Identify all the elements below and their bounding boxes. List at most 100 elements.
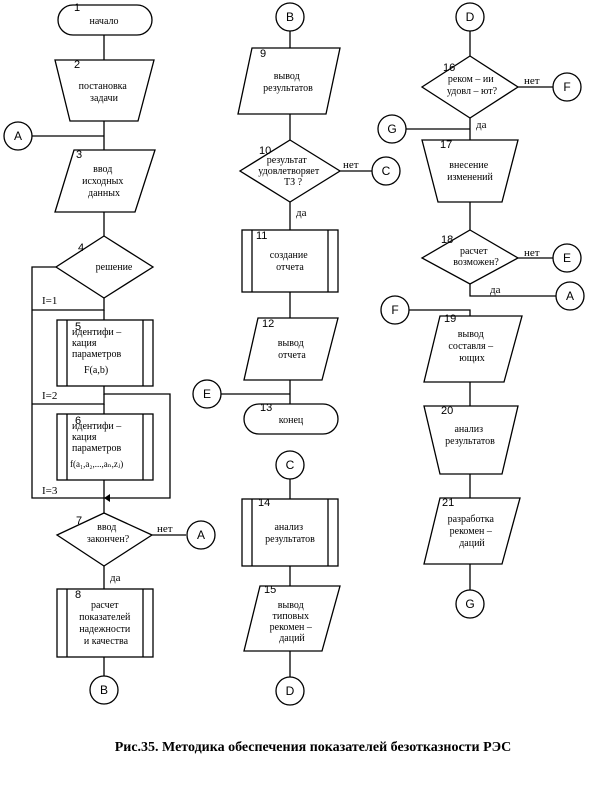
connector-D-out bbox=[275, 676, 305, 706]
block-2-number: 2 bbox=[74, 59, 80, 71]
block-4-text: решение bbox=[96, 262, 133, 273]
block-1-number: 1 bbox=[74, 2, 80, 14]
block-10-decision bbox=[238, 139, 342, 203]
figure-caption: Рис.35. Методика обеспечения показателей… bbox=[115, 740, 512, 755]
block-11-process bbox=[241, 229, 339, 293]
connector-A-out bbox=[186, 520, 216, 550]
block-18-text: расчет возможен? bbox=[453, 246, 499, 268]
block-13-text: конец bbox=[279, 415, 304, 426]
block-20-text: анализ результатов bbox=[445, 424, 495, 447]
connector-E-out-label: E bbox=[563, 251, 571, 265]
block-12-output bbox=[243, 317, 339, 381]
block-14-text: анализ результатов bbox=[265, 522, 315, 545]
block-18-decision bbox=[420, 229, 520, 285]
block-1-text: начало bbox=[90, 16, 119, 27]
connector-G-out-label: G bbox=[465, 597, 474, 611]
block-19-number: 19 bbox=[444, 313, 456, 325]
block-15-text: вывод типовых рекомен – даций bbox=[270, 600, 315, 644]
block-14-process bbox=[241, 498, 339, 567]
block-20-number: 20 bbox=[441, 405, 453, 417]
block-13-end bbox=[243, 403, 339, 435]
block-10-text: результат удовлетворяет ТЗ ? bbox=[258, 155, 321, 188]
block-9-output bbox=[237, 47, 341, 115]
connector-B-out-label: B bbox=[100, 683, 108, 697]
connector-C-in bbox=[275, 450, 305, 480]
block-13-number: 13 bbox=[260, 402, 272, 414]
block-3-input bbox=[54, 149, 156, 213]
connector-G-in bbox=[377, 114, 407, 144]
edge-5-loop bbox=[103, 386, 171, 499]
label-I2: I=2 bbox=[42, 390, 57, 402]
label-7-yes: да bbox=[110, 572, 121, 584]
connector-E-in bbox=[192, 379, 222, 409]
block-15-output bbox=[243, 585, 341, 652]
block-7-decision bbox=[55, 512, 154, 567]
connector-E-in-label: E bbox=[203, 387, 211, 401]
block-9-number: 9 bbox=[260, 48, 266, 60]
connector-D-in-label: D bbox=[466, 10, 475, 24]
block-16-number: 16 bbox=[443, 62, 455, 74]
connector-C-in-label: C bbox=[286, 458, 295, 472]
block-6-process bbox=[56, 413, 154, 481]
block-11-text: создание отчета bbox=[270, 250, 310, 273]
connector-F-out bbox=[552, 72, 582, 102]
connector-D-out-label: D bbox=[286, 684, 295, 698]
arrow-head bbox=[104, 494, 110, 502]
block-5-number: 5 bbox=[75, 321, 81, 333]
connector-E-out bbox=[552, 243, 582, 273]
block-1-start bbox=[57, 4, 153, 36]
connector-D-in bbox=[455, 2, 485, 32]
connector-A-label: A bbox=[14, 129, 22, 143]
edge-F-in bbox=[409, 309, 471, 316]
block-4-number: 4 bbox=[78, 242, 84, 254]
block-9-text: вывод результатов bbox=[263, 71, 313, 94]
block-5-text: идентифи – кация параметров F(a,b) bbox=[72, 327, 124, 376]
block-8-text: расчет показателей надежности и качества bbox=[79, 600, 133, 647]
label-I3: I=3 bbox=[42, 485, 58, 497]
block-21-text: разработка рекомен – даций bbox=[448, 514, 497, 549]
connector-G-out bbox=[455, 589, 485, 619]
block-6-text: идентифи – кация параметров f(a₁,a₂,...,… bbox=[70, 421, 124, 469]
label-18-no: нет bbox=[524, 247, 540, 259]
block-12-number: 12 bbox=[262, 318, 274, 330]
column-3: D 16 реком – ии удовл – ют? нет да F G 1… bbox=[377, 2, 585, 619]
connector-F-in bbox=[380, 295, 410, 325]
label-18-yes: да bbox=[490, 284, 501, 296]
connector-C-out-label: C bbox=[382, 164, 391, 178]
block-7-number: 7 bbox=[76, 515, 82, 527]
block-14-number: 14 bbox=[258, 497, 270, 509]
block-19-output bbox=[423, 315, 523, 383]
block-11-number: 11 bbox=[256, 230, 267, 242]
connector-B-in-label: B bbox=[286, 10, 294, 24]
block-8-process bbox=[56, 588, 154, 658]
connector-A-in bbox=[555, 281, 585, 311]
connector-F-out-label: F bbox=[563, 80, 570, 94]
block-17-number: 17 bbox=[440, 139, 452, 151]
block-2-task bbox=[54, 59, 155, 122]
block-20-analysis bbox=[423, 405, 519, 475]
block-16-decision bbox=[420, 55, 520, 119]
column-1: 1 начало 2 постановка задачи A 3 ввод ис… bbox=[3, 2, 216, 705]
block-8-number: 8 bbox=[75, 589, 81, 601]
block-3-text: ввод исходных данных bbox=[82, 164, 126, 199]
block-6-number: 6 bbox=[75, 415, 81, 427]
block-5-process bbox=[56, 319, 154, 387]
label-I1: I=1 bbox=[42, 295, 57, 307]
block-7-text: ввод закончен? bbox=[87, 522, 130, 545]
edge-4-loop bbox=[31, 266, 104, 499]
connector-B-out bbox=[89, 675, 119, 705]
edge-18-yes bbox=[469, 284, 556, 297]
connector-F-in-label: F bbox=[391, 303, 398, 317]
block-18-number: 18 bbox=[441, 234, 453, 246]
label-16-yes: да bbox=[476, 119, 487, 131]
block-19-text: вывод составля – ющих bbox=[448, 329, 495, 364]
block-16-text: реком – ии удовл – ют? bbox=[447, 74, 498, 97]
block-15-number: 15 bbox=[264, 584, 276, 596]
connector-A-left bbox=[3, 121, 33, 151]
connector-C-out bbox=[371, 156, 401, 186]
block-17-text: внесение изменений bbox=[447, 160, 493, 183]
block-2-text: постановка задачи bbox=[79, 81, 130, 104]
label-7-no: нет bbox=[157, 523, 173, 535]
label-10-no: нет bbox=[343, 159, 359, 171]
